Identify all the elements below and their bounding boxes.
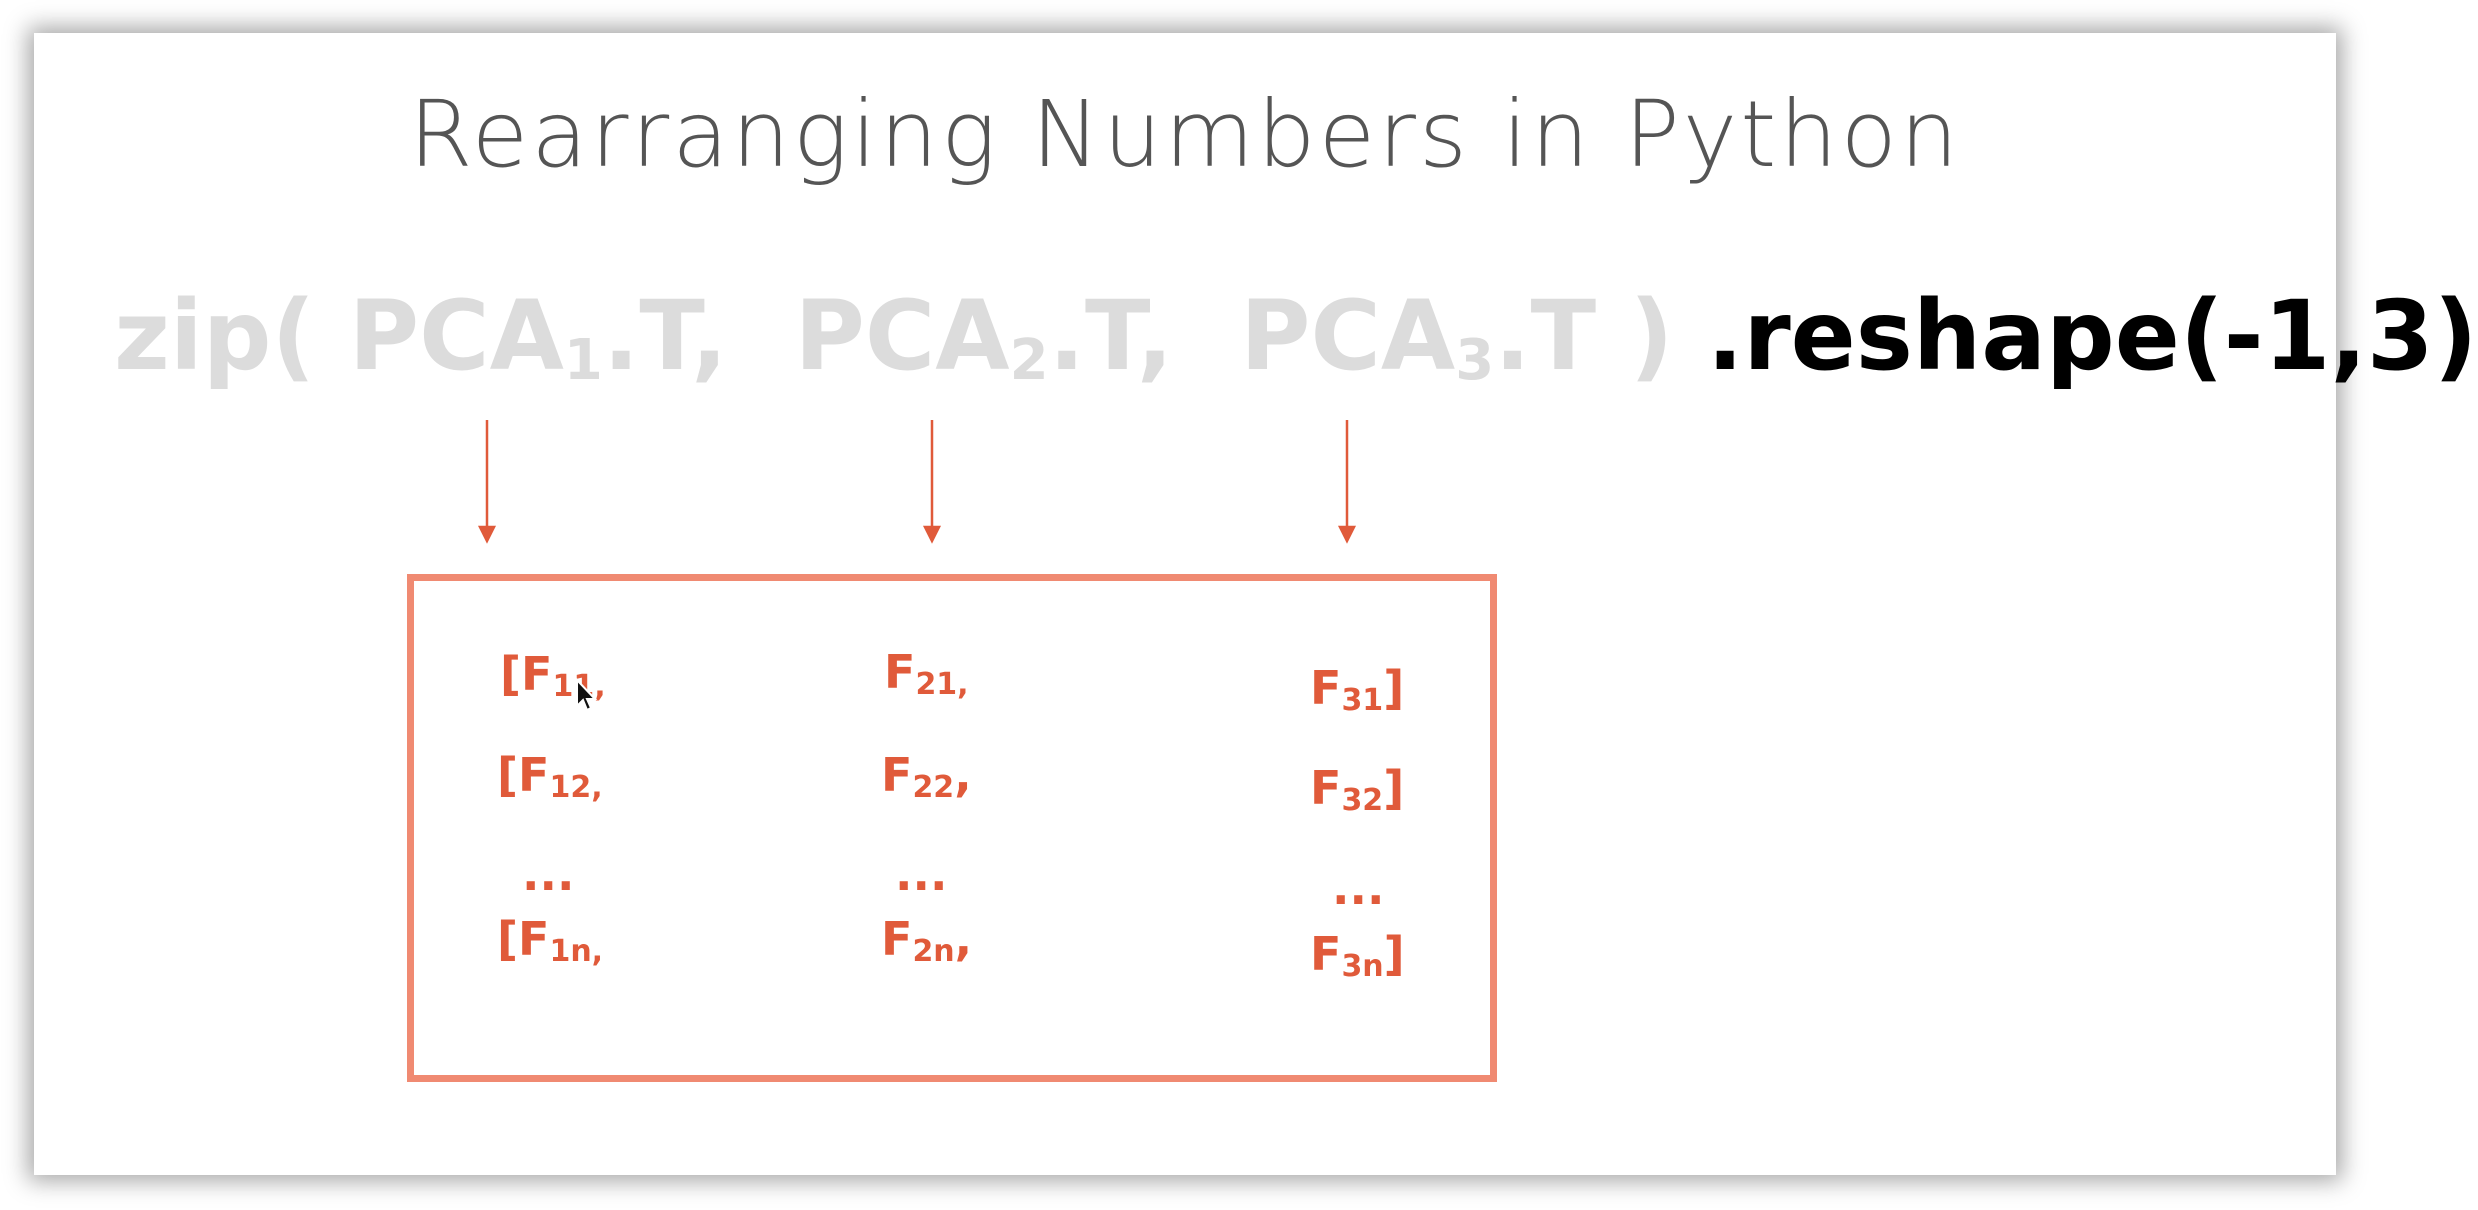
cell-f11: [F11, [500,647,606,702]
comma-2: , [1136,280,1174,392]
cell-f32: F32] [1310,761,1405,818]
comma-1: , [691,280,728,392]
cell-f2n: F2n, [881,912,973,969]
column-arrows [477,420,1357,544]
arrow-pca3 [1337,420,1357,544]
arrow-pca2 [922,420,942,544]
slide: Rearranging Numbers in Python zip( PCA1.… [34,33,2478,1175]
arrow-pca1 [477,420,497,544]
video-frame: Rearranging Numbers in Python zip( PCA1.… [34,33,2478,1175]
cell-col2-ellipsis: ... [895,847,948,901]
cell-f12: [F12, [497,748,603,805]
zip-open: zip( [114,280,316,392]
cell-f1n: [F1n, [497,912,604,969]
pca3-term: PCA3.T [1240,280,1597,393]
cell-f3n: F3n] [1310,927,1405,984]
pca2-term: PCA2.T [794,280,1137,393]
cell-col3-ellipsis: ... [1332,861,1385,915]
reshape-call: .reshape(-1,3) [1706,280,2478,392]
mouse-cursor-icon [576,677,598,712]
code-expression: zip( PCA1.T, PCA2.T, PCA3.T ) .reshape(-… [114,288,2478,389]
cell-f31: F31] [1310,661,1405,718]
result-matrix-box: [F11, [F12, ... [F1n, F21, F22, ... F2n,… [407,574,1497,1082]
cell-f21: F21, [884,645,969,702]
zip-close: ) [1629,280,1674,392]
slide-title: Rearranging Numbers in Python [408,81,1962,188]
cell-col1-ellipsis: ... [522,847,575,901]
cell-f22: F22, [881,748,972,805]
pca1-term: PCA1.T [348,280,692,393]
